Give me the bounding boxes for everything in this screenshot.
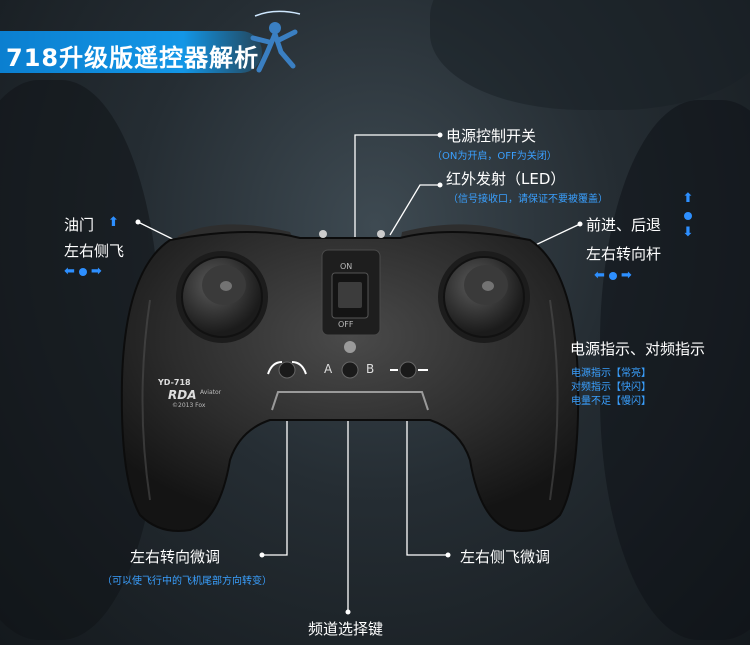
model-label: YD-718 (158, 378, 191, 387)
side-fly-label: 左右侧飞 (64, 242, 125, 260)
arrow-up-icon: ⬆ (682, 191, 694, 206)
ir-emitter-label: 红外发射（LED） (446, 170, 566, 188)
ir-emitter-note: （信号接收口，请保证不要被覆盖） (448, 194, 608, 205)
side-trim-label: 左右侧飞微调 (460, 548, 551, 566)
brand-logo: RDA (168, 388, 197, 402)
arrow-left-icon: ⬅ (594, 268, 605, 283)
arrow-right-icon: ➡ (620, 268, 632, 283)
title-banner (0, 31, 262, 73)
switch-off-label: OFF (338, 320, 354, 329)
button-a-label: A (324, 362, 333, 376)
indicator-note-low: 电量不足【慢闪】 (571, 396, 651, 407)
arrow-left-icon: ⬅ (64, 264, 75, 279)
throttle-up-arrow-icon: ⬆ (108, 215, 119, 230)
dot-icon (608, 271, 617, 280)
power-switch-label: 电源控制开关 (446, 127, 537, 145)
dot-icon (684, 211, 692, 220)
dot-icon (78, 267, 87, 276)
indicator-note-power: 电源指示【常亮】 (571, 368, 651, 379)
turn-stick-label: 左右转向杆 (586, 245, 662, 263)
power-switch-note: （ON为开启，OFF为关闭） (432, 151, 557, 162)
page-title: 718升级版遥控器解析 (6, 44, 260, 72)
turn-trim-note: （可以使飞行中的飞机尾部方向转变） (102, 576, 272, 587)
throttle-label: 油门 (64, 216, 95, 234)
indicator-note-pair: 对频指示【快闪】 (571, 382, 651, 393)
background-cliff-top (430, 0, 750, 110)
avatar-figure-icon (250, 10, 301, 73)
indicator-label: 电源指示、对频指示 (570, 340, 706, 358)
arrow-down-icon: ⬇ (682, 225, 694, 240)
indicator-notes: 电源指示【常亮】 对频指示【快闪】 电量不足【慢闪】 (571, 367, 651, 409)
channel-key-label: 频道选择键 (308, 620, 384, 638)
brand-sub-label: Aviator (200, 389, 222, 396)
forward-back-label: 前进、后退 (586, 216, 662, 234)
switch-on-label: ON (340, 262, 353, 271)
arrow-right-icon: ➡ (90, 264, 102, 279)
copyright-label: ©2013 Fox (172, 402, 206, 409)
side-fly-arrows: ⬅➡ (64, 264, 102, 279)
turn-stick-arrows: ⬅➡ (594, 268, 632, 283)
button-b-label: B (366, 362, 375, 376)
turn-trim-label: 左右转向微调 (130, 548, 221, 566)
background-cliff-right (600, 100, 750, 640)
vertical-arrows: ⬆ ⬇ (680, 190, 696, 241)
